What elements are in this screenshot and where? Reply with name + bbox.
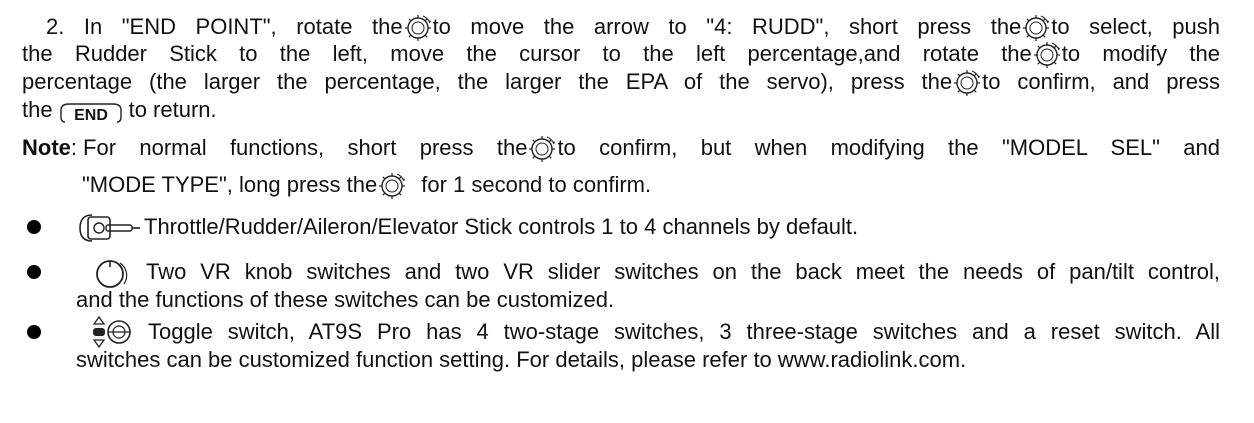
end-button-icon: END (59, 98, 123, 124)
note-text: to confirm, but when modifying the "MODE… (557, 135, 1220, 160)
step2-text: the Rudder Stick to the left, move the c… (22, 41, 1032, 66)
vr-knob-icon (96, 260, 128, 289)
rotary-dial-icon (403, 13, 433, 43)
bullet-dot (27, 220, 41, 234)
bullet-dot (27, 265, 41, 279)
bullet-toggle-line-2: switches can be customized function sett… (76, 347, 1220, 373)
note-text: "MODE TYPE", long press the (82, 172, 378, 197)
bullet-vr-line-1: Two VR knob switches and two VR slider s… (76, 259, 1220, 289)
rotary-dial-icon (527, 134, 557, 164)
bullet-toggle-line-1: Toggle switch, AT9S Pro has 4 two-stage … (76, 316, 1220, 349)
step2-line-3: percentage (the larger the percentage, t… (22, 69, 1220, 95)
rotary-dial-icon (952, 68, 982, 98)
step2-text: to confirm, and press (982, 69, 1220, 94)
step2-text: to select, push (1051, 14, 1220, 39)
bullet-vr-line-2: and the functions of these switches can … (76, 287, 1220, 313)
bullet-stick: Throttle/Rudder/Aileron/Elevator Stick c… (76, 214, 1220, 242)
note-colon: : (70, 135, 78, 160)
bullet-dot (27, 325, 41, 339)
note-line-2: "MODE TYPE", long press the for 1 second … (82, 172, 1220, 198)
note-text: For normal functions, short press the (83, 135, 528, 160)
bullet-text: Two VR knob switches and two VR slider s… (146, 259, 1220, 284)
bullet-text: and the functions of these switches can … (76, 287, 615, 312)
stick-icon (79, 214, 140, 242)
step2-line-1: 2. In "END POINT", rotate the to move the… (46, 14, 1220, 40)
note-label: Note (22, 135, 71, 160)
step2-text: to modify the (1061, 41, 1221, 66)
bullet-text: Throttle/Rudder/Aileron/Elevator Stick c… (144, 214, 859, 239)
rotary-dial-icon (1021, 13, 1051, 43)
note-line-1: Note:For normal functions, short press t… (22, 135, 1220, 161)
bullet-text: switches can be customized function sett… (76, 347, 967, 372)
step2-text: to move the arrow to "4: RUDD", short pr… (432, 14, 1022, 39)
step2-line-4: the END to return. (22, 97, 1220, 124)
bullet-text: Toggle switch, AT9S Pro has 4 two-stage … (148, 319, 1220, 344)
step2-text: to return. (128, 97, 217, 122)
rotary-dial-icon (377, 171, 407, 201)
toggle-switch-icon (92, 316, 131, 349)
step2-text: the (22, 97, 53, 122)
end-button-label: END (74, 107, 108, 124)
step2-text: percentage (the larger the percentage, t… (22, 69, 953, 94)
rotary-dial-icon (1032, 40, 1062, 70)
step2-line-2: the Rudder Stick to the left, move the c… (22, 41, 1220, 67)
note-text: for 1 second to confirm. (421, 172, 652, 197)
step2-text: 2. In "END POINT", rotate the (46, 14, 403, 39)
